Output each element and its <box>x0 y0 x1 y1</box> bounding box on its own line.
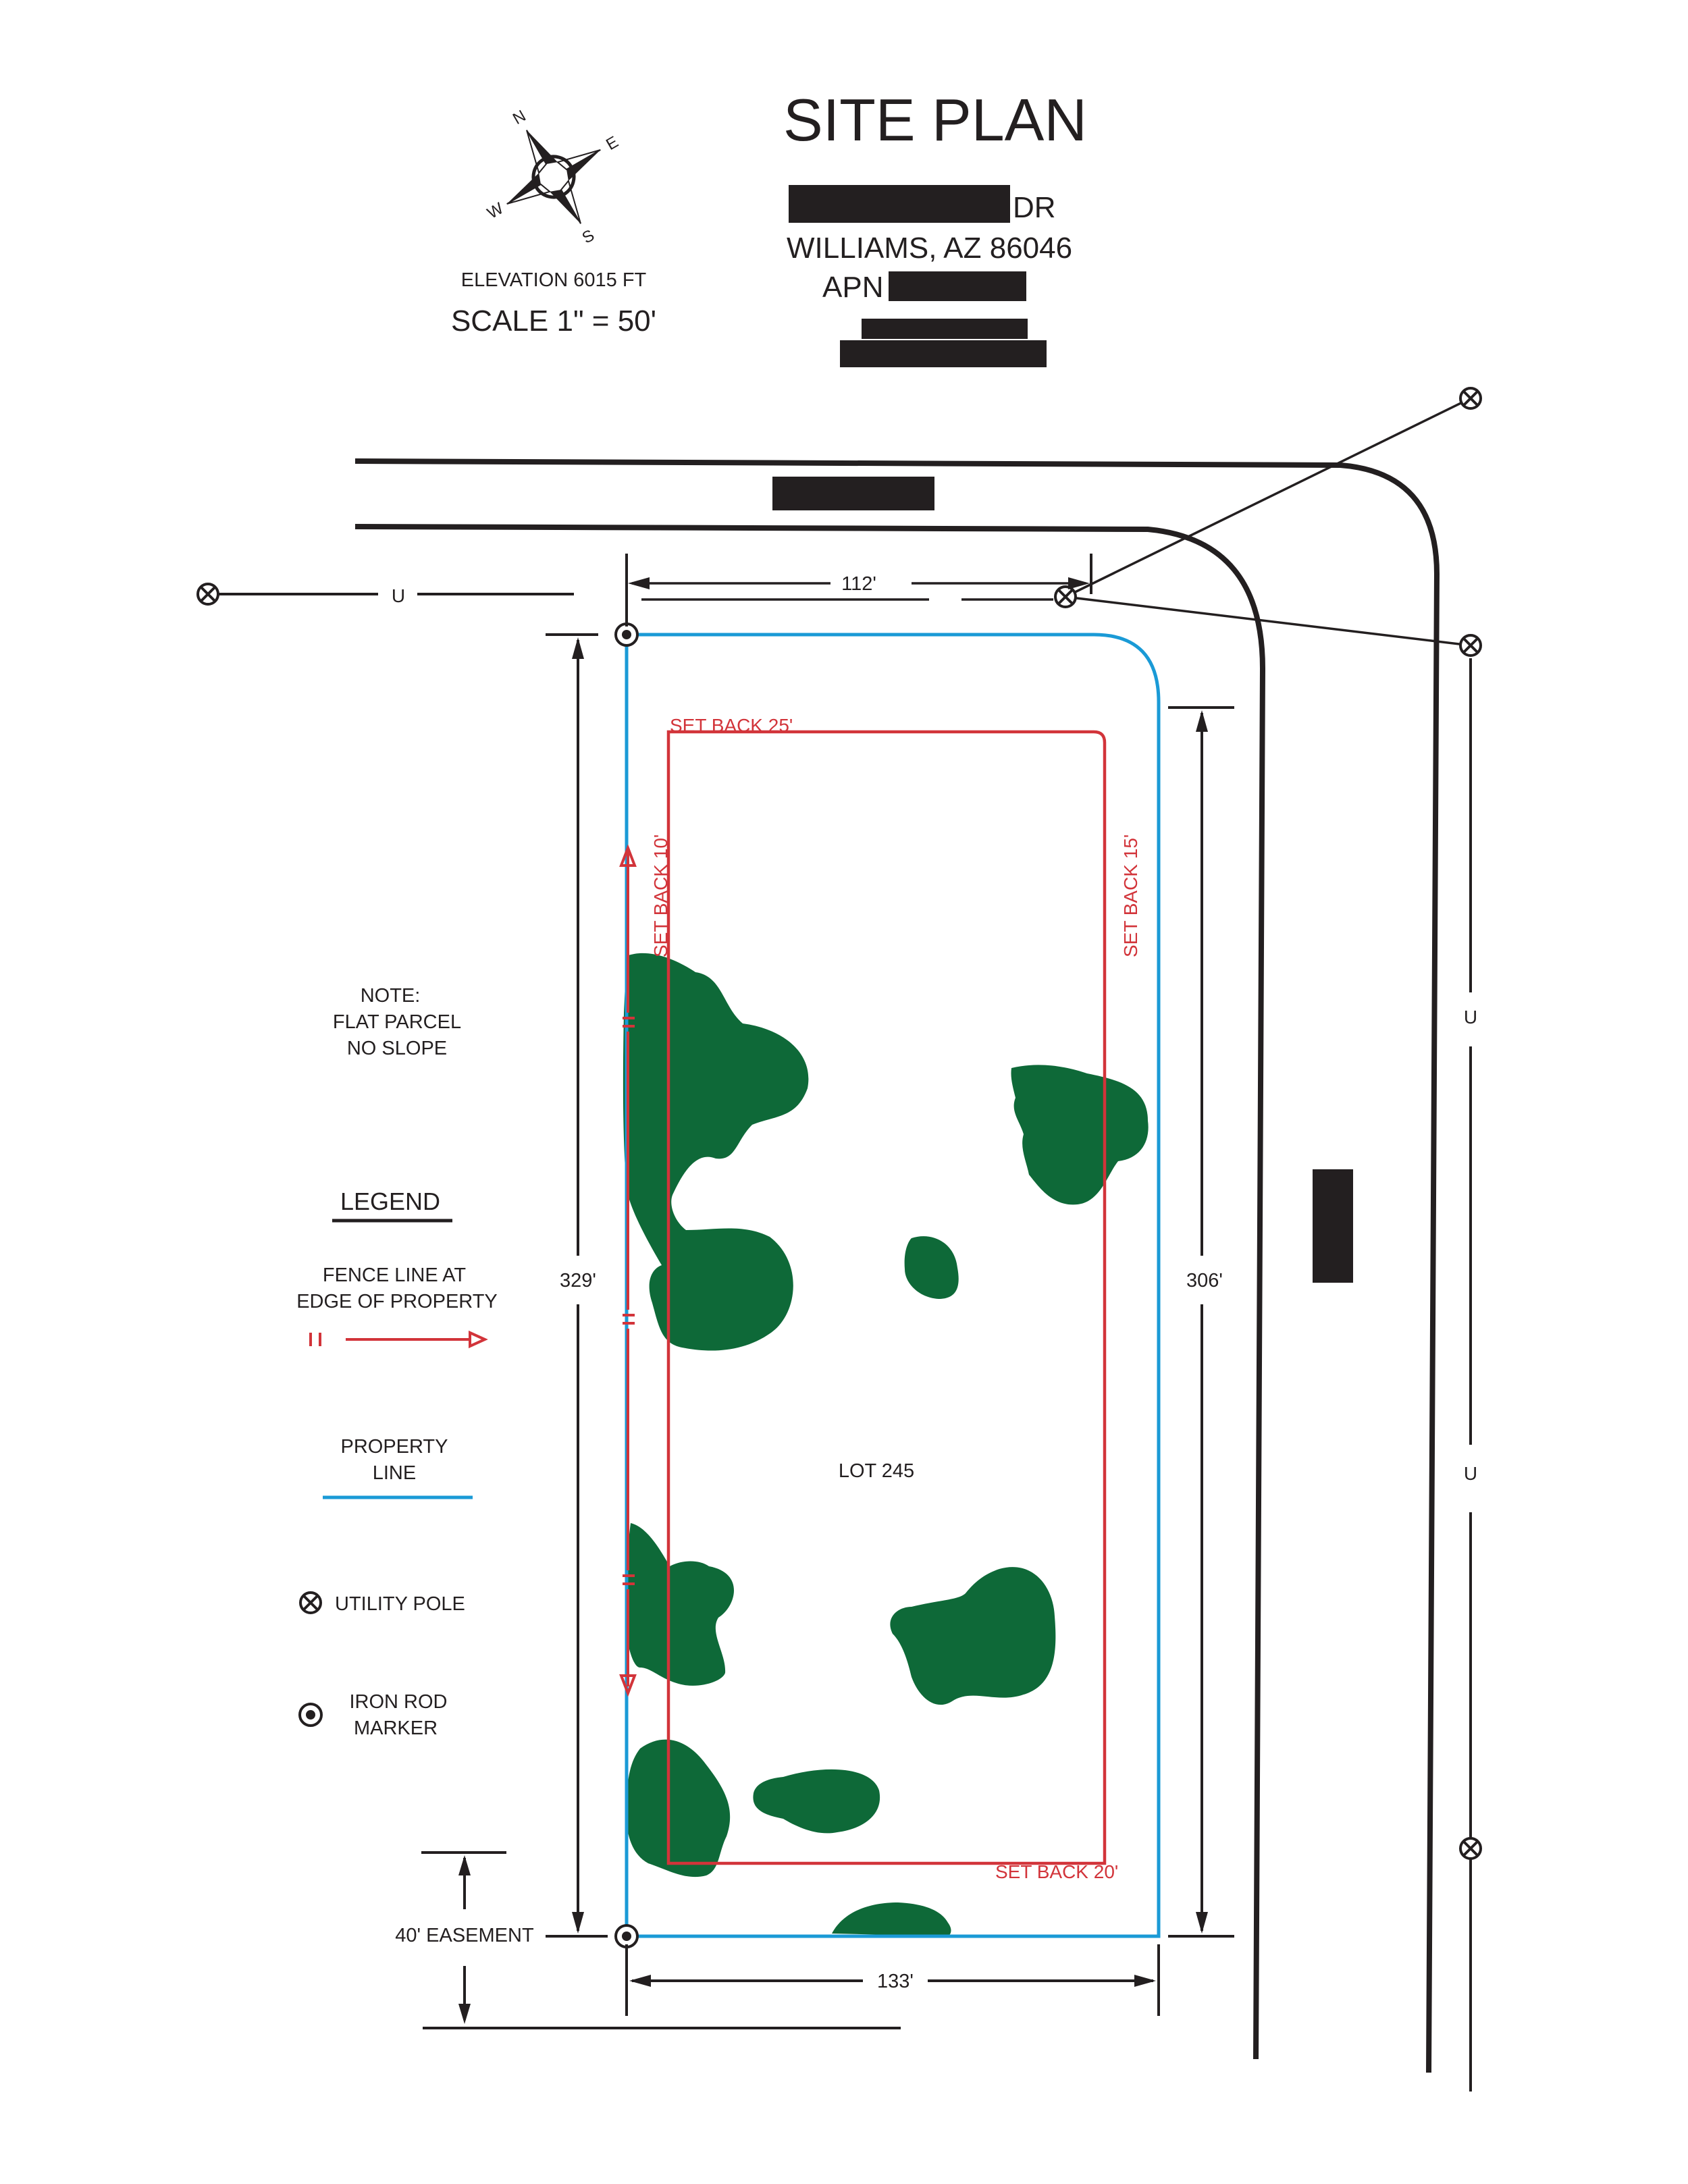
legend-utility-pole-icon <box>299 1591 322 1614</box>
utility-pole-icon <box>196 583 219 606</box>
lot-label: LOT 245 <box>839 1460 914 1482</box>
tree-canopy <box>753 1769 880 1834</box>
utility-pole-icon <box>1459 1837 1482 1860</box>
tree-canopy <box>623 953 809 1351</box>
legend-fence-symbol <box>309 1330 488 1349</box>
setback-label-left: SET BACK 10' <box>650 834 671 957</box>
scale-label: SCALE 1" = 50' <box>451 304 656 338</box>
elevation-label: ELEVATION 6015 FT <box>461 269 647 291</box>
dimension-left <box>546 633 598 1938</box>
utility-line-e <box>1065 595 1471 647</box>
legend-utility-pole-label: UTILITY POLE <box>335 1593 465 1615</box>
dimension-right <box>1168 706 1234 1938</box>
utility-line-label-east-1: U <box>1464 1007 1477 1028</box>
legend-property-line-2: LINE <box>373 1462 416 1484</box>
utility-line-label-west: U <box>392 585 405 606</box>
redaction-line-2 <box>840 340 1047 367</box>
compass-e: E <box>603 133 621 154</box>
utility-line-label-east-2: U <box>1464 1463 1477 1484</box>
note-line-2: FLAT PARCEL <box>333 1011 461 1033</box>
utility-line-ne <box>1065 397 1471 598</box>
utility-pole-icon <box>1054 585 1077 608</box>
dimension-left-label: 329' <box>560 1270 596 1291</box>
legend-iron-rod-marker-icon <box>298 1703 323 1727</box>
property-line <box>625 633 1161 1938</box>
tree-canopies <box>623 953 1149 1936</box>
note-line-1: NOTE: <box>361 985 421 1007</box>
easement-label: 40' EASEMENT <box>395 1925 534 1946</box>
legend-fence-line-2: EDGE OF PROPERTY <box>296 1291 498 1312</box>
legend-property-line-1: PROPERTY <box>340 1436 448 1458</box>
compass-rose-icon: N E S W <box>484 107 621 247</box>
dimension-right-label: 306' <box>1186 1270 1223 1291</box>
note-line-3: NO SLOPE <box>347 1038 447 1059</box>
legend-iron-rod-line-2: MARKER <box>354 1717 438 1739</box>
legend: LEGEND FENCE LINE AT EDGE OF PROPERTY PR… <box>296 1188 498 1739</box>
iron-rod-marker-icon <box>614 622 639 647</box>
legend-title: LEGEND <box>340 1188 440 1215</box>
setback-label-bottom: SET BACK 20' <box>995 1861 1118 1882</box>
dimension-bottom <box>625 1944 1160 2016</box>
redaction-street-name <box>789 185 1010 223</box>
legend-fence-line-1: FENCE LINE AT <box>323 1264 466 1286</box>
dimension-top-label: 112' <box>841 573 876 595</box>
redaction-road-name-right <box>1313 1169 1353 1283</box>
utility-pole-icon <box>1459 387 1482 410</box>
redaction-line-1 <box>862 319 1028 339</box>
tree-canopy <box>1011 1065 1149 1205</box>
setback-label-right: SET BACK 15' <box>1120 834 1141 957</box>
note-block: NOTE: FLAT PARCEL NO SLOPE <box>333 985 461 1059</box>
compass-n: N <box>510 107 529 128</box>
redaction-apn <box>889 271 1026 301</box>
dimension-bottom-label: 133' <box>877 1971 914 1992</box>
dimension-top <box>625 554 1092 627</box>
setback-line <box>666 730 1107 1865</box>
road-edge-outer <box>354 458 1440 2073</box>
page-title: SITE PLAN <box>783 86 1087 153</box>
redaction-road-name-top <box>772 477 934 510</box>
street-suffix: DR <box>1013 191 1056 224</box>
tree-canopy <box>626 1739 731 1877</box>
tree-canopy <box>832 1902 951 1936</box>
tree-canopy <box>890 1567 1056 1705</box>
tree-canopy <box>626 1523 734 1686</box>
road-edge-inner <box>354 524 1266 2060</box>
fence-line <box>619 844 637 1697</box>
city-line: WILLIAMS, AZ 86046 <box>787 232 1072 265</box>
iron-rod-marker-icon <box>614 1924 639 1948</box>
setback-label-top: SET BACK 25' <box>670 715 793 736</box>
legend-iron-rod-line-1: IRON ROD <box>350 1691 448 1713</box>
utility-pole-icon <box>1459 634 1482 657</box>
compass-w: W <box>484 199 506 223</box>
compass-s: S <box>579 226 598 247</box>
tree-canopy <box>904 1236 959 1299</box>
easement-dimension <box>421 1851 901 2029</box>
apn-label: APN <box>822 271 883 304</box>
